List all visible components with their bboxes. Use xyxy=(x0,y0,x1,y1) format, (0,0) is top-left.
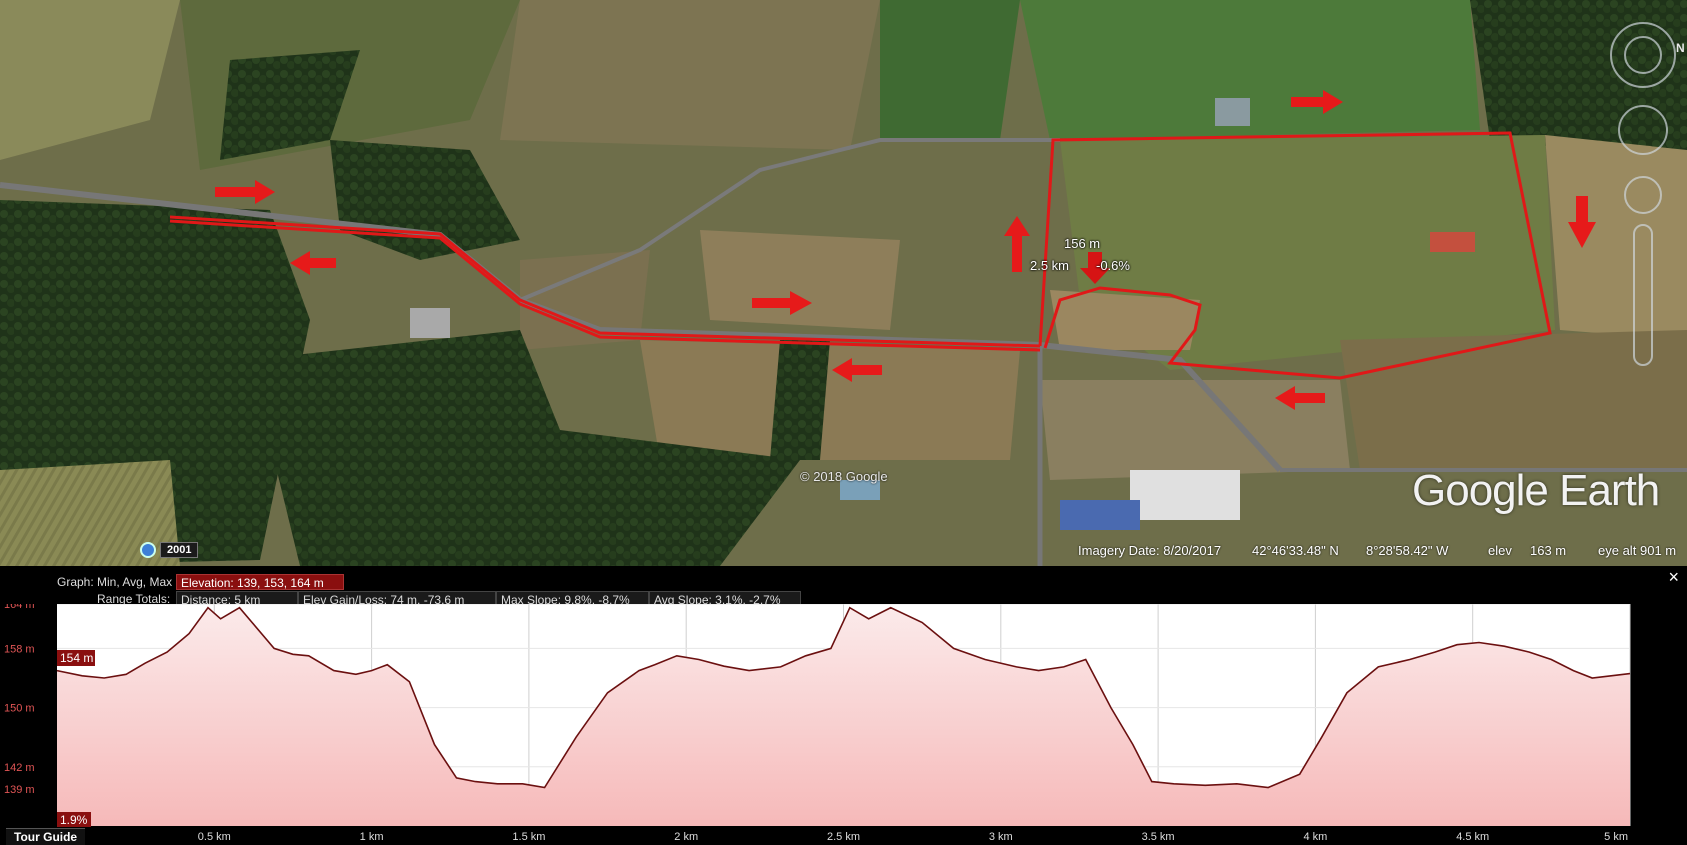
elevation-line xyxy=(56,606,1631,789)
x-tick-label: 2 km xyxy=(674,831,698,843)
imagery-date: Imagery Date: 8/20/2017 xyxy=(1078,543,1222,558)
status-bar: Imagery Date: 8/20/2017 42°46'33.48" N 8… xyxy=(1060,543,1687,563)
elevation-area xyxy=(57,607,1630,826)
north-indicator: N xyxy=(1676,41,1685,55)
x-tick-label: 5 km xyxy=(1604,831,1628,843)
elevation-stat[interactable]: Elevation: 139, 153, 164 m xyxy=(176,574,344,590)
eye-alt-value: 901 m xyxy=(1640,543,1677,558)
historical-year: 2001 xyxy=(160,542,199,558)
x-tick-label: 3 km xyxy=(989,831,1013,843)
elev-value: 163 m xyxy=(1530,543,1567,558)
history-clock-icon[interactable] xyxy=(140,542,156,558)
profile-cursor-marker xyxy=(1080,252,1110,284)
tour-guide-tab[interactable]: Tour Guide xyxy=(6,828,86,845)
map-copyright: © 2018 Google xyxy=(800,469,888,484)
route-label-distance: 2.5 km xyxy=(1030,258,1070,273)
graph-label: Graph: xyxy=(57,575,94,589)
range-totals-label: Range Totals: xyxy=(97,592,171,606)
y-tick-label: 142 m xyxy=(4,762,35,774)
latitude: 42°46'33.48" N xyxy=(1252,543,1339,558)
eye-alt-label: eye alt xyxy=(1598,543,1637,558)
cursor-elev-badge xyxy=(57,650,95,666)
move-joystick-icon xyxy=(1624,176,1662,214)
x-tick-label: 1.5 km xyxy=(512,831,545,843)
map-viewport[interactable]: N 156 m 2.5 km -0.6% © 2018 Google Googl… xyxy=(0,0,1687,566)
google-earth-logo: Google Earth xyxy=(1412,466,1660,515)
x-tick-label: 3.5 km xyxy=(1142,831,1175,843)
satellite-imagery[interactable]: N xyxy=(0,0,1687,566)
route-path xyxy=(169,131,1552,380)
y-tick-label: 164 m xyxy=(4,604,35,611)
compass-icon xyxy=(1610,22,1676,88)
y-tick-label: 158 m xyxy=(4,643,35,655)
elevation-profile-panel: × Graph: Min, Avg, Max Elevation: 139, 1… xyxy=(0,566,1687,845)
x-tick-label: 0.5 km xyxy=(198,831,231,843)
elev-label: elev xyxy=(1488,543,1512,558)
elevation-chart[interactable]: 139 m 142 m 150 m 158 m 164 m 0.5 km 1 km 1.5 … xyxy=(0,604,1687,843)
route-label-slope: -0.6% xyxy=(1096,258,1130,273)
y-tick-label: 150 m xyxy=(4,703,35,715)
x-tick-label: 1 km xyxy=(360,831,384,843)
y-tick-label: 139 m xyxy=(4,784,35,796)
x-tick-label: 4.5 km xyxy=(1456,831,1489,843)
historical-imagery-badge[interactable]: 2001 xyxy=(140,542,199,558)
cursor-slope-badge xyxy=(57,812,91,827)
field xyxy=(0,0,180,160)
cursor-elev-label: 154 m xyxy=(60,651,93,665)
longitude: 8°28'58.42" W xyxy=(1366,543,1449,558)
direction-arrows xyxy=(215,90,1596,410)
cursor-slope-label: 1.9% xyxy=(60,813,88,827)
look-joystick-icon xyxy=(1618,105,1668,155)
zoom-slider-icon xyxy=(1633,224,1653,366)
graph-mode[interactable]: Min, Avg, Max xyxy=(97,575,173,589)
x-tick-label: 4 km xyxy=(1303,831,1327,843)
x-tick-label: 2.5 km xyxy=(827,831,860,843)
close-profile-button[interactable]: × xyxy=(1668,567,1679,587)
route-label-elev: 156 m xyxy=(1064,236,1101,251)
